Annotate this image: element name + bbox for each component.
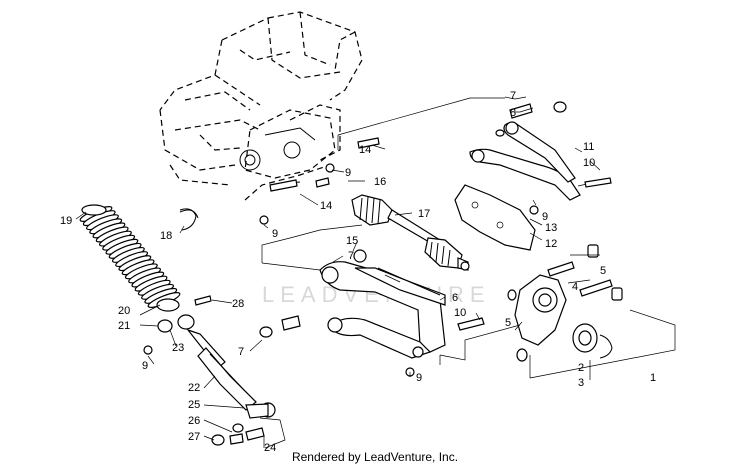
callout-21: 21 xyxy=(118,320,130,332)
callout-2: 2 xyxy=(578,362,584,374)
callout-9c: 9 xyxy=(542,211,548,223)
knuckle-bolts xyxy=(507,244,623,362)
callout-28: 28 xyxy=(232,298,244,310)
callout-23: 23 xyxy=(172,342,184,354)
callout-7c: 7 xyxy=(238,346,244,358)
callout-16: 16 xyxy=(374,176,386,188)
callout-7a: 7 xyxy=(510,90,516,102)
callout-24: 24 xyxy=(264,442,276,454)
callout-19: 19 xyxy=(60,215,72,227)
callout-5a: 5 xyxy=(600,265,606,277)
callout-14a: 14 xyxy=(359,144,371,156)
callout-4: 4 xyxy=(572,281,578,293)
callout-18: 18 xyxy=(160,230,172,242)
callout-9d: 9 xyxy=(142,360,148,372)
callout-17: 17 xyxy=(418,208,430,220)
footer-credit: Rendered by LeadVenture, Inc. xyxy=(291,450,459,464)
lower-a-arm xyxy=(319,261,446,359)
upper-a-arm xyxy=(469,101,612,201)
spring-retainers xyxy=(81,204,197,333)
frame-bolts xyxy=(269,137,380,192)
callout-8: 8 xyxy=(510,107,516,119)
callout-11: 11 xyxy=(583,141,594,153)
shock-absorber xyxy=(177,314,276,419)
callout-9e: 9 xyxy=(416,372,422,384)
callout-7b: 7 xyxy=(348,250,354,262)
drive-axle xyxy=(351,194,470,271)
lower-arm-bushings xyxy=(259,249,367,338)
leader-lines xyxy=(75,96,601,448)
lower-arm-bolt xyxy=(457,317,485,331)
callout-14b: 14 xyxy=(320,200,332,212)
callout-3: 3 xyxy=(578,377,584,389)
gearcase-housing xyxy=(239,109,336,186)
callout-26: 26 xyxy=(188,415,200,427)
callout-1: 1 xyxy=(650,372,656,384)
frame-outline xyxy=(159,11,363,201)
callout-9a: 9 xyxy=(345,167,351,179)
coil-spring xyxy=(79,206,181,308)
callout-labels: 1 2 3 4 5 5 6 7 7 7 8 9 9 9 9 9 10 10 11… xyxy=(60,90,656,454)
callout-25: 25 xyxy=(188,399,200,411)
callout-6: 6 xyxy=(452,292,458,304)
callout-27: 27 xyxy=(188,431,200,443)
callout-15: 15 xyxy=(346,235,358,247)
spindle-knuckle xyxy=(514,274,613,359)
callout-5b: 5 xyxy=(505,317,511,329)
skid-shield xyxy=(454,184,536,251)
callout-9b: 9 xyxy=(272,228,278,240)
callout-10a: 10 xyxy=(583,157,595,169)
callout-10b: 10 xyxy=(454,307,466,319)
callout-22: 22 xyxy=(188,382,200,394)
callout-13: 13 xyxy=(545,222,557,234)
retaining-clip xyxy=(179,209,199,219)
callout-12: 12 xyxy=(545,238,557,250)
group-outlines xyxy=(259,97,676,449)
shock-upper-bolt xyxy=(194,295,212,306)
callout-20: 20 xyxy=(118,305,130,317)
